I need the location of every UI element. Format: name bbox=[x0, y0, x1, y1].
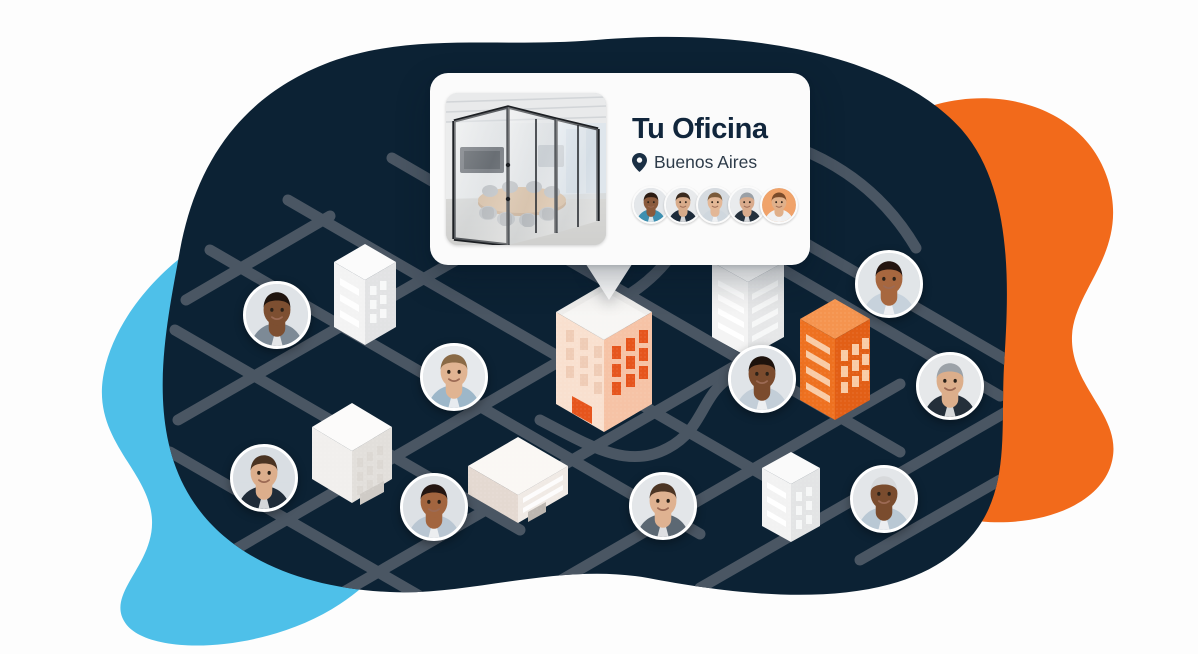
building-cream-lowrise bbox=[468, 437, 568, 523]
avatar-6-image bbox=[731, 348, 793, 410]
avatar-9-image bbox=[853, 468, 915, 530]
avatar-5-image bbox=[632, 475, 694, 537]
member-4-avatar[interactable] bbox=[728, 185, 766, 224]
building-white-tower-bottom bbox=[762, 452, 820, 542]
building-white-chevron-tower bbox=[712, 242, 784, 357]
member-2-avatar[interactable] bbox=[664, 185, 702, 224]
card-location: Buenos Aires bbox=[632, 152, 810, 173]
building-main-orange-tower bbox=[556, 284, 652, 432]
avatar-6[interactable] bbox=[728, 345, 796, 413]
avatar-8-image bbox=[919, 355, 981, 417]
avatar-9[interactable] bbox=[850, 465, 918, 533]
building-white-block-left bbox=[312, 403, 392, 505]
avatar-5[interactable] bbox=[629, 472, 697, 540]
avatar-3[interactable] bbox=[230, 444, 298, 512]
map-pin-icon bbox=[632, 152, 647, 172]
card-location-label: Buenos Aires bbox=[654, 151, 758, 172]
card-title: Tu Oficina bbox=[632, 113, 768, 146]
office-photo-thumbnail bbox=[446, 93, 606, 245]
avatar-8[interactable] bbox=[916, 352, 984, 420]
avatar-4[interactable] bbox=[400, 473, 468, 541]
building-orange-tower bbox=[800, 299, 870, 420]
avatar-1[interactable] bbox=[243, 281, 311, 349]
avatar-4-image bbox=[403, 476, 465, 538]
avatar-1-image bbox=[246, 284, 308, 346]
card-pointer bbox=[582, 258, 636, 300]
member-5-avatar[interactable] bbox=[760, 185, 798, 224]
office-popup-card[interactable]: Tu Oficina Buenos Aires bbox=[430, 73, 810, 265]
member-1-avatar[interactable] bbox=[632, 185, 670, 224]
card-member-avatars[interactable] bbox=[632, 185, 810, 224]
avatar-7[interactable] bbox=[855, 250, 923, 318]
avatar-7-image bbox=[858, 253, 920, 315]
avatar-2[interactable] bbox=[420, 343, 488, 411]
card-body: Tu Oficina Buenos Aires bbox=[606, 110, 810, 227]
member-3-avatar[interactable] bbox=[696, 185, 734, 224]
avatar-3-image bbox=[233, 447, 295, 509]
avatar-2-image bbox=[423, 346, 485, 408]
building-white-tower-top-left bbox=[334, 244, 396, 345]
